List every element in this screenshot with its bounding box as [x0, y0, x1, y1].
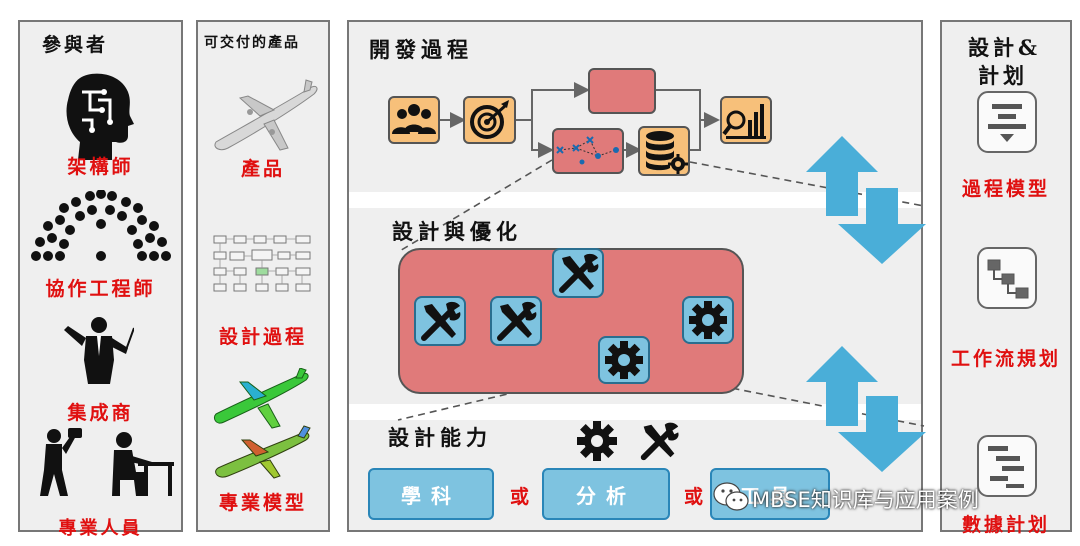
deliverable-label-design-process: 設計過程: [218, 326, 307, 348]
audience-seats-icon: [31, 190, 171, 261]
separator-band-bottom: [349, 404, 921, 420]
database-box: [638, 126, 690, 176]
design-gear-box-1[interactable]: [598, 336, 650, 384]
network-icon: [556, 136, 619, 165]
design-tool-box-3[interactable]: [552, 248, 604, 298]
process-model-icon: [977, 91, 1037, 153]
separator-band-top: [349, 192, 921, 208]
gear-icon: [577, 421, 617, 461]
deliverable-label-specialist-model: 專業模型: [218, 492, 307, 514]
workflow-icon: [977, 247, 1037, 309]
fea-airplane-icon: [213, 368, 311, 479]
or-label-1: 或: [510, 486, 530, 508]
team-box: [388, 96, 440, 144]
capability-analysis-button[interactable]: 分析: [542, 468, 670, 520]
or-label-2: 或: [684, 486, 704, 508]
process-graph-icon: [213, 235, 311, 292]
tools-icon: [640, 422, 679, 461]
deliverables-title: 可交付的產品: [204, 35, 300, 51]
watermark-text: MBSE知识库与应用案例: [752, 488, 979, 512]
design-tool-box-2[interactable]: [490, 296, 542, 346]
design-plan-title-line2: 計划: [978, 63, 1028, 88]
gear-icon: [689, 301, 727, 339]
capability-title: 設計能力: [388, 425, 492, 450]
participant-label-architect: 架構師: [67, 156, 134, 178]
design-plan-label-data-plan: 數據計划: [961, 514, 1050, 536]
brain-head-icon: [66, 73, 134, 160]
target-box: [463, 96, 516, 144]
target-icon: [470, 100, 509, 139]
tools-icon: [497, 301, 537, 341]
gear-icon: [605, 341, 643, 379]
capability-discipline-button[interactable]: 學科: [368, 468, 494, 520]
database-gear-icon: [646, 131, 688, 174]
design-plan-label-workflow: 工作流規划: [950, 348, 1061, 370]
data-plan-icon: [977, 435, 1037, 497]
development-title: 開發過程: [369, 37, 473, 62]
tools-icon: [421, 301, 461, 341]
conductor-icon: [64, 317, 134, 384]
design-tool-box-1[interactable]: [414, 296, 466, 346]
participant-label-specialists: 專業人員: [58, 518, 143, 539]
design-gear-box-2[interactable]: [682, 296, 734, 344]
process-step-box: [588, 68, 656, 114]
design-opt-title: 設計與優化: [392, 219, 522, 244]
network-box: [552, 128, 624, 174]
design-plan-label-process-model: 過程模型: [961, 178, 1050, 200]
participant-label-integrator: 集成商: [67, 402, 134, 424]
participants-panel: 參與者 架構師 協作工程師 集成商: [18, 20, 183, 539]
deliverable-label-product: 產品: [240, 158, 285, 180]
tools-icon: [559, 253, 599, 293]
airplane-icon: [214, 79, 318, 151]
design-plan-title-line1: 設計&: [968, 35, 1041, 60]
design-plan-panel: 設計& 計划 過程模型 工作流規划 數據計划: [940, 20, 1072, 536]
participants-title: 參與者: [42, 34, 109, 56]
analytics-box: [720, 96, 772, 144]
team-icon: [392, 104, 436, 134]
specialists-icon: [40, 428, 174, 496]
deliverables-panel: 可交付的產品 產品 設計過程 專業模型: [196, 20, 330, 532]
wechat-icon: [713, 482, 749, 511]
analytics-icon: [722, 104, 766, 139]
participant-label-collab-engineer: 協作工程師: [45, 278, 156, 300]
